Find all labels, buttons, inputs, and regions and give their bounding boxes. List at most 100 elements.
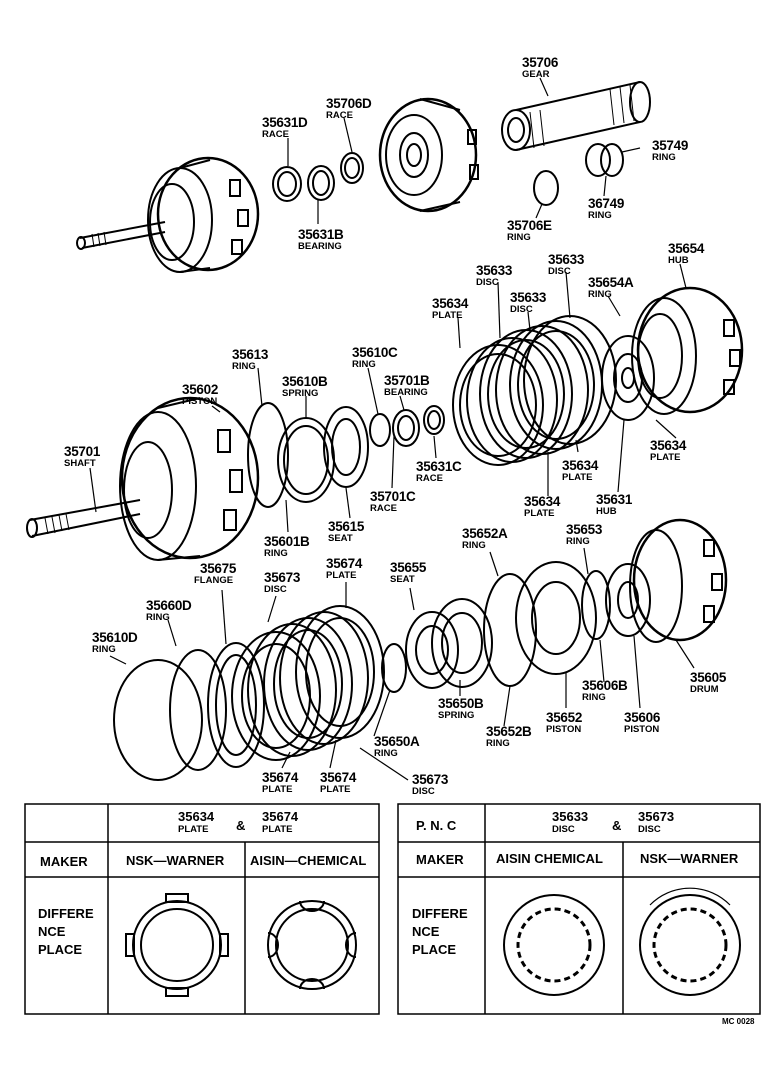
svg-text:RING: RING: [566, 536, 590, 547]
lower-snap-rings-drawing: [113, 642, 265, 781]
plate-nsk-warner-drawing: [125, 893, 229, 997]
svg-text:35749: 35749: [652, 138, 688, 153]
left-table-diff-line-3: PLACE: [38, 942, 82, 957]
sun-gear-drum-drawing: [378, 97, 479, 213]
svg-text:35674: 35674: [326, 556, 363, 571]
svg-text:PLATE: PLATE: [320, 784, 350, 795]
gear-shaft-drawing: [501, 81, 651, 151]
svg-text:RING: RING: [352, 359, 376, 370]
left-table-maker-a: NSK—WARNER: [126, 853, 225, 868]
plate-aisin-chemical-drawing: [267, 900, 357, 990]
svg-text:DISC: DISC: [548, 266, 571, 277]
left-table-pn-first: 35634: [178, 809, 215, 824]
svg-text:35634: 35634: [562, 458, 599, 473]
left-table-amp: &: [236, 818, 245, 833]
svg-text:35701B: 35701B: [384, 373, 430, 388]
svg-text:PLATE: PLATE: [262, 784, 292, 795]
svg-text:SHAFT: SHAFT: [64, 458, 96, 469]
svg-text:DISC: DISC: [510, 304, 533, 315]
right-table-pn-first: 35633: [552, 809, 588, 824]
svg-text:35652A: 35652A: [462, 526, 508, 541]
left-table-pn-second-name: PLATE: [262, 824, 292, 835]
footer-code: MC 0028: [722, 1017, 755, 1026]
svg-text:RING: RING: [92, 644, 116, 655]
svg-text:35605: 35605: [690, 670, 727, 685]
svg-text:35631B: 35631B: [298, 227, 344, 242]
svg-text:35706E: 35706E: [507, 218, 552, 233]
svg-text:35706: 35706: [522, 55, 559, 70]
svg-text:35673: 35673: [412, 772, 449, 787]
svg-text:35610D: 35610D: [92, 630, 138, 645]
svg-text:DISC: DISC: [476, 277, 499, 288]
right-table-pn-first-name: DISC: [552, 824, 575, 835]
left-comparison-table: 35634 PLATE & 35674 PLATE MAKER NSK—WARN…: [38, 809, 366, 957]
svg-text:35701C: 35701C: [370, 489, 416, 504]
right-table-diff-line-2: NCE: [412, 924, 440, 939]
svg-text:35610C: 35610C: [352, 345, 398, 360]
svg-text:SPRING: SPRING: [282, 388, 318, 399]
svg-text:BEARING: BEARING: [298, 241, 342, 252]
middle-shaft-drawing: [26, 499, 141, 538]
svg-text:RING: RING: [232, 361, 256, 372]
middle-piston-drum-drawing: [119, 396, 260, 561]
upper-clutch-drum-drawing: [76, 156, 260, 273]
svg-text:BEARING: BEARING: [384, 387, 428, 398]
svg-text:SPRING: SPRING: [438, 710, 474, 721]
svg-text:HUB: HUB: [596, 506, 617, 517]
lower-drum-drawing: [629, 518, 728, 643]
svg-text:RING: RING: [582, 692, 606, 703]
right-table-maker-label: MAKER: [416, 852, 464, 867]
svg-text:35652: 35652: [546, 710, 582, 725]
svg-text:FLANGE: FLANGE: [194, 575, 233, 586]
middle-clutch-pack-drawing: [452, 315, 617, 466]
right-table-pnc-label: P. N. C: [416, 818, 457, 833]
svg-text:35602: 35602: [182, 382, 218, 397]
hub-35654-drawing: [631, 286, 744, 415]
svg-text:35652B: 35652B: [486, 724, 532, 739]
svg-text:35673: 35673: [264, 570, 301, 585]
svg-text:35633: 35633: [476, 263, 513, 278]
svg-text:35601B: 35601B: [264, 534, 310, 549]
right-table-diff-line-3: PLACE: [412, 942, 456, 957]
svg-text:35606: 35606: [624, 710, 661, 725]
svg-text:35634: 35634: [524, 494, 561, 509]
svg-text:35660D: 35660D: [146, 598, 192, 613]
svg-text:35654A: 35654A: [588, 275, 634, 290]
right-table-maker-b: NSK—WARNER: [640, 851, 739, 866]
svg-text:35610B: 35610B: [282, 374, 328, 389]
svg-text:35633: 35633: [548, 252, 585, 267]
leader-lines: [89, 77, 695, 781]
svg-text:PISTON: PISTON: [546, 724, 581, 735]
svg-text:HUB: HUB: [668, 255, 689, 266]
svg-text:DRUM: DRUM: [690, 684, 719, 695]
left-table-frame: [24, 803, 380, 1015]
svg-text:RING: RING: [588, 210, 612, 221]
svg-text:RING: RING: [264, 548, 288, 559]
svg-text:RING: RING: [652, 152, 676, 163]
svg-text:35675: 35675: [200, 561, 237, 576]
svg-text:PLATE: PLATE: [650, 452, 680, 463]
disc-nsk-warner-drawing: [639, 887, 741, 996]
